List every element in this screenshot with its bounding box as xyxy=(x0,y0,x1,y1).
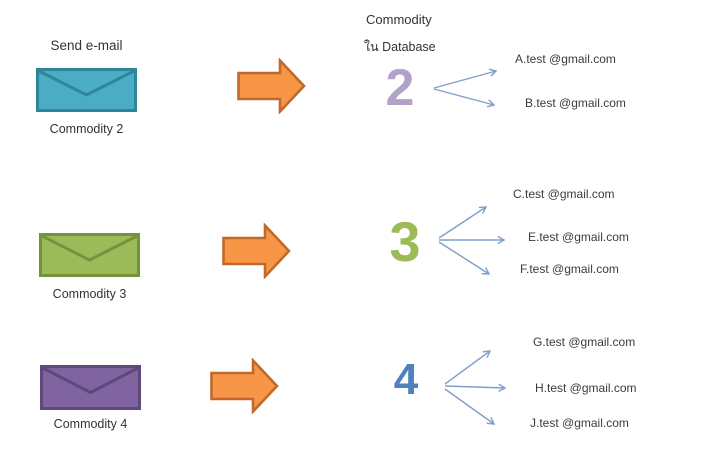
envelope-label: Commodity 2 xyxy=(49,122,124,136)
email-label: H.test @gmail.com xyxy=(535,381,637,395)
email-label: J.test @gmail.com xyxy=(530,416,629,430)
email-label: B.test @gmail.com xyxy=(525,96,626,110)
envelope-icon xyxy=(40,365,141,410)
email-label: E.test @gmail.com xyxy=(528,230,629,244)
flow-arrow-icon xyxy=(237,58,306,114)
envelope-label: Commodity 4 xyxy=(53,417,128,431)
envelope-icon xyxy=(36,68,137,112)
email-label: F.test @gmail.com xyxy=(520,262,619,276)
envelope-icon xyxy=(39,233,140,277)
db-count: 3 xyxy=(389,210,421,273)
fan-connector-icon xyxy=(444,350,507,425)
send-email-title: Send e-mail xyxy=(50,38,123,53)
flow-arrow-icon xyxy=(210,358,279,414)
flow-arrow-icon xyxy=(222,223,291,279)
db-title-line2: ใน Database xyxy=(364,40,436,54)
fan-connector-icon xyxy=(433,68,498,108)
envelope-label: Commodity 3 xyxy=(52,287,127,301)
db-count: 4 xyxy=(393,355,419,404)
db-count: 2 xyxy=(385,59,415,117)
db-title-line1: Commodity xyxy=(366,12,432,27)
email-label: G.test @gmail.com xyxy=(533,335,636,349)
email-label: A.test @gmail.com xyxy=(515,52,616,66)
fan-connector-icon xyxy=(438,206,506,275)
email-label: C.test @gmail.com xyxy=(513,187,615,201)
